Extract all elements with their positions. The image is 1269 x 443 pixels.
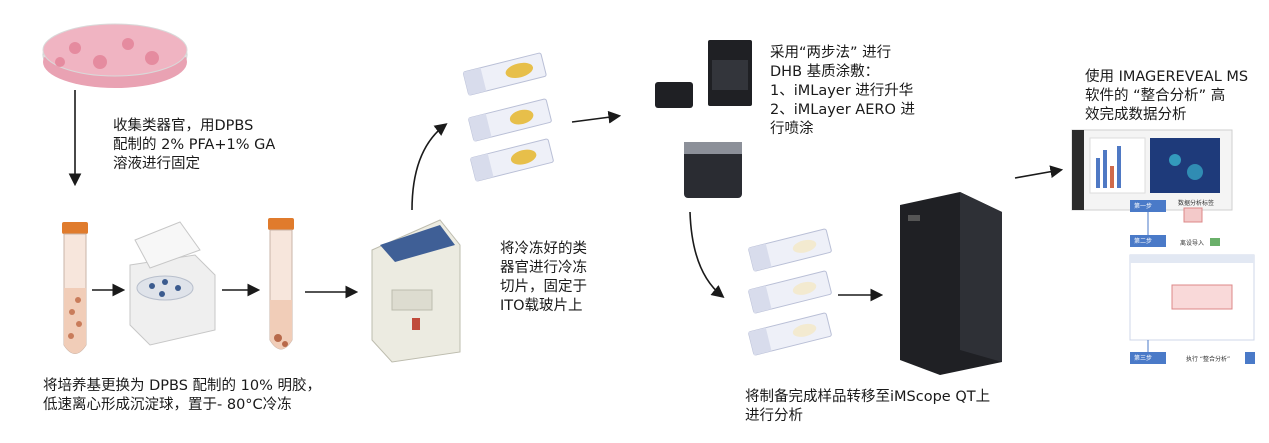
imlayer-aero-device-icon (684, 142, 742, 198)
centrifuge-icon (129, 221, 216, 346)
software-button3-label: 执行 “整合分析” (1186, 356, 1231, 363)
arrow-curve-up (411, 123, 448, 211)
step-analysis-text: 使用 IMAGEREVEAL MS 软件的 “整合分析” 高 效完成数据分析 (1085, 69, 1249, 123)
software-step3-label: 第三步 (1134, 355, 1153, 362)
cryostat-icon (371, 219, 461, 363)
petri-dish-icon (42, 23, 188, 88)
test-tube-icon (62, 222, 88, 354)
arrow-curve-down (689, 211, 725, 299)
software-button1-label: 数据分析标签 (1178, 200, 1215, 207)
software-screenshot (1071, 129, 1255, 364)
step-collect-text: 收集类器官，用DPBS 配制的 2% PFA+1% GA 溶液进行固定 (113, 118, 276, 172)
slides-with-samples-icon (462, 52, 554, 182)
software-step1-label: 第一步 (1134, 203, 1153, 210)
slides-icon (748, 228, 832, 356)
software-button2-label: 离设导入 (1180, 240, 1205, 247)
step-transfer-text: 将制备完成样品转移至iMScope QT上 进行分析 (745, 389, 991, 424)
test-tube-icon (268, 218, 294, 350)
step-matrix-text: 采用“两步法” 进行 DHB 基质涂敷： 1、iMLayer 进行升华 2、iM… (770, 45, 915, 137)
imlayer-device-icon (655, 40, 752, 108)
step-section-text: 将冷冻好的类 器官进行冷冻 切片，固定于 ITO载玻片上 (500, 241, 587, 314)
step-embed-text: 将培养基更换为 DPBS 配制的 10% 明胶， 低速离心形成沉淀球，置于- 8… (43, 378, 321, 413)
imscope-qt-instrument-icon (900, 192, 1002, 375)
software-step2-label: 第二步 (1134, 238, 1153, 245)
